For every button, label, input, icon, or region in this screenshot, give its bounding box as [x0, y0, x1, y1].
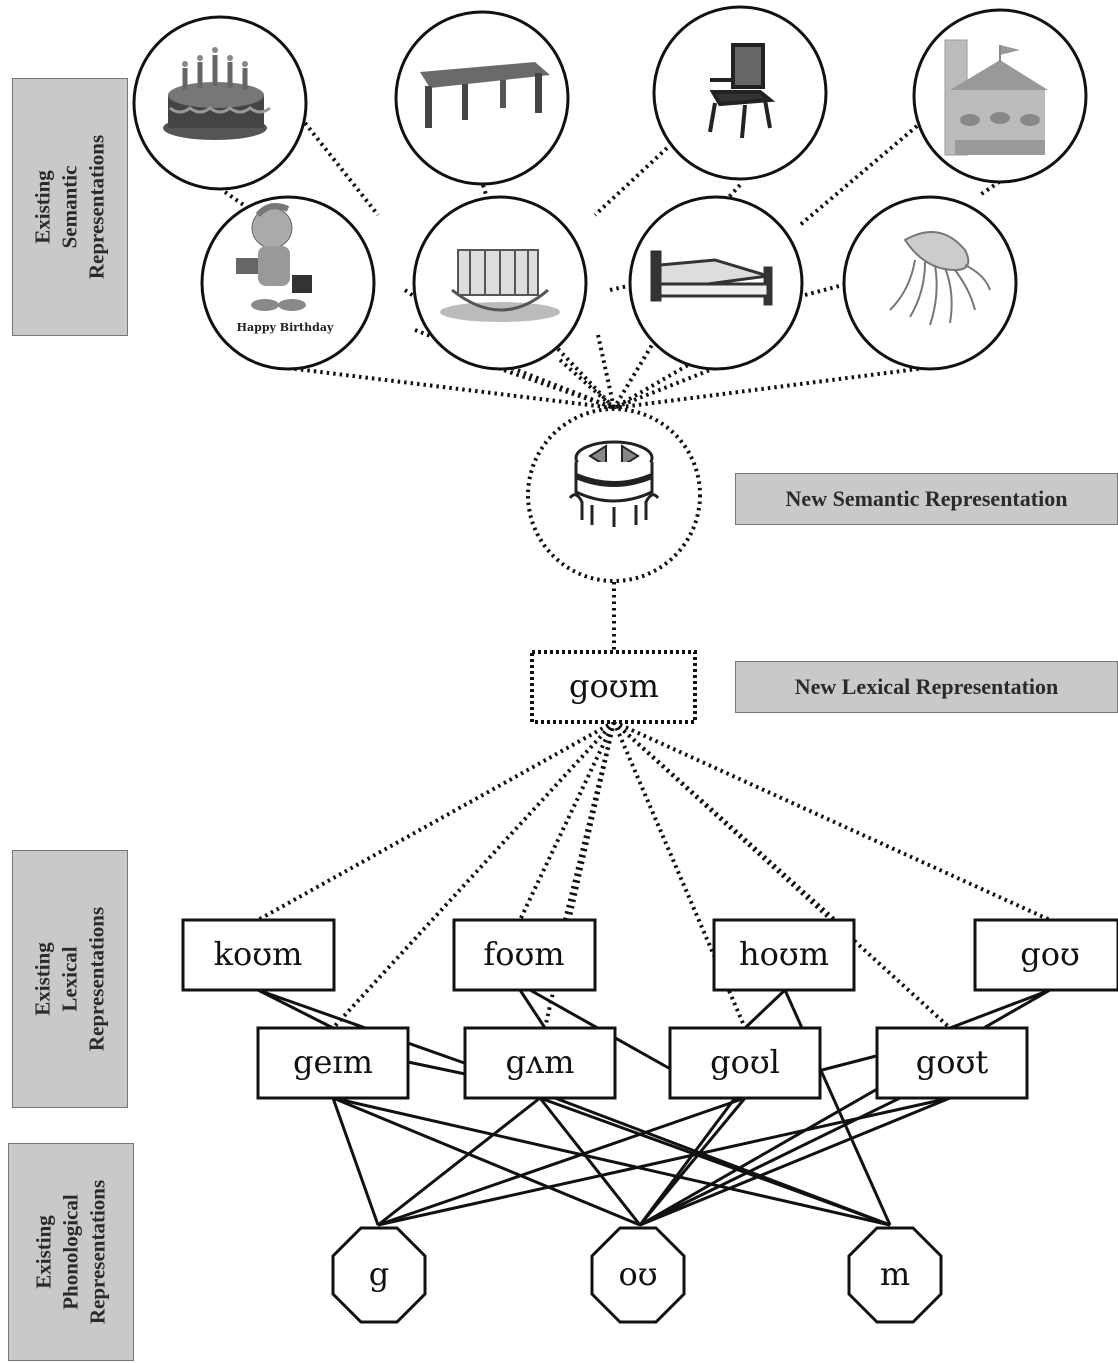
cradle-icon	[440, 249, 560, 322]
phoneme-node-g: g	[331, 1226, 427, 1324]
existing-phonological-label: Existing Phonological Representations	[8, 1143, 134, 1361]
svg-text:goʊl: goʊl	[710, 1043, 780, 1081]
phonological-connections	[257, 988, 1051, 1227]
semantic-node-bed	[628, 195, 804, 371]
lexical-node-koum: koʊm	[181, 918, 336, 992]
semantic-node-jellyfish	[842, 195, 1018, 371]
lexical-node-geim: geɪm	[256, 1026, 410, 1100]
new-semantic-node	[526, 407, 702, 583]
existing-semantic-label: Existing Semantic Representations	[12, 78, 128, 336]
phoneme-node-m: m	[847, 1226, 943, 1324]
carousel-icon	[944, 39, 1048, 156]
lexical-connections	[257, 720, 1051, 1030]
lexical-node-foum: foʊm	[452, 918, 597, 992]
novel-object-icon	[568, 440, 660, 527]
lexical-node-goul: goʊl	[668, 1026, 822, 1100]
semantic-node-cradle	[412, 195, 588, 371]
svg-text:g: g	[369, 1255, 389, 1293]
phoneme-node-ou: oʊ	[590, 1226, 686, 1324]
semantic-node-cake	[132, 15, 308, 191]
svg-text:foʊm: foʊm	[483, 935, 564, 973]
birthday-cake-icon	[163, 47, 271, 140]
new-semantic-label: New Semantic Representation	[735, 473, 1118, 525]
svg-text:goʊ: goʊ	[1020, 935, 1080, 973]
bed-icon	[650, 250, 773, 306]
svg-text:goʊt: goʊt	[916, 1043, 989, 1081]
svg-text:m: m	[880, 1255, 910, 1293]
birthday-boy-icon	[236, 203, 312, 311]
chair-icon	[708, 43, 776, 139]
lexical-node-houm: hoʊm	[712, 918, 856, 992]
jellyfish-icon	[889, 231, 991, 326]
existing-lexical-label: Existing Lexical Representations	[12, 850, 128, 1108]
semantic-node-table	[394, 10, 570, 186]
table-icon	[420, 62, 550, 128]
semantic-node-chair	[652, 5, 828, 181]
new-lexical-node: goʊm	[530, 650, 697, 724]
semantic-node-birthday: Happy Birthday	[200, 195, 376, 371]
svg-text:hoʊm: hoʊm	[739, 935, 829, 973]
semantic-connections	[223, 121, 1007, 652]
lexical-node-gout: goʊt	[875, 1026, 1029, 1100]
lexical-node-gou: goʊ	[973, 918, 1118, 992]
semantic-node-carousel	[912, 8, 1088, 184]
svg-text:goʊm: goʊm	[569, 667, 659, 705]
svg-text:gʌm: gʌm	[506, 1043, 575, 1081]
svg-text:geɪm: geɪm	[293, 1043, 373, 1081]
birthday-caption: Happy Birthday	[237, 321, 334, 334]
svg-text:koʊm: koʊm	[214, 935, 303, 973]
svg-text:oʊ: oʊ	[618, 1255, 657, 1293]
new-lexical-label: New Lexical Representation	[735, 661, 1118, 713]
lexical-node-gam: gʌm	[463, 1026, 617, 1100]
